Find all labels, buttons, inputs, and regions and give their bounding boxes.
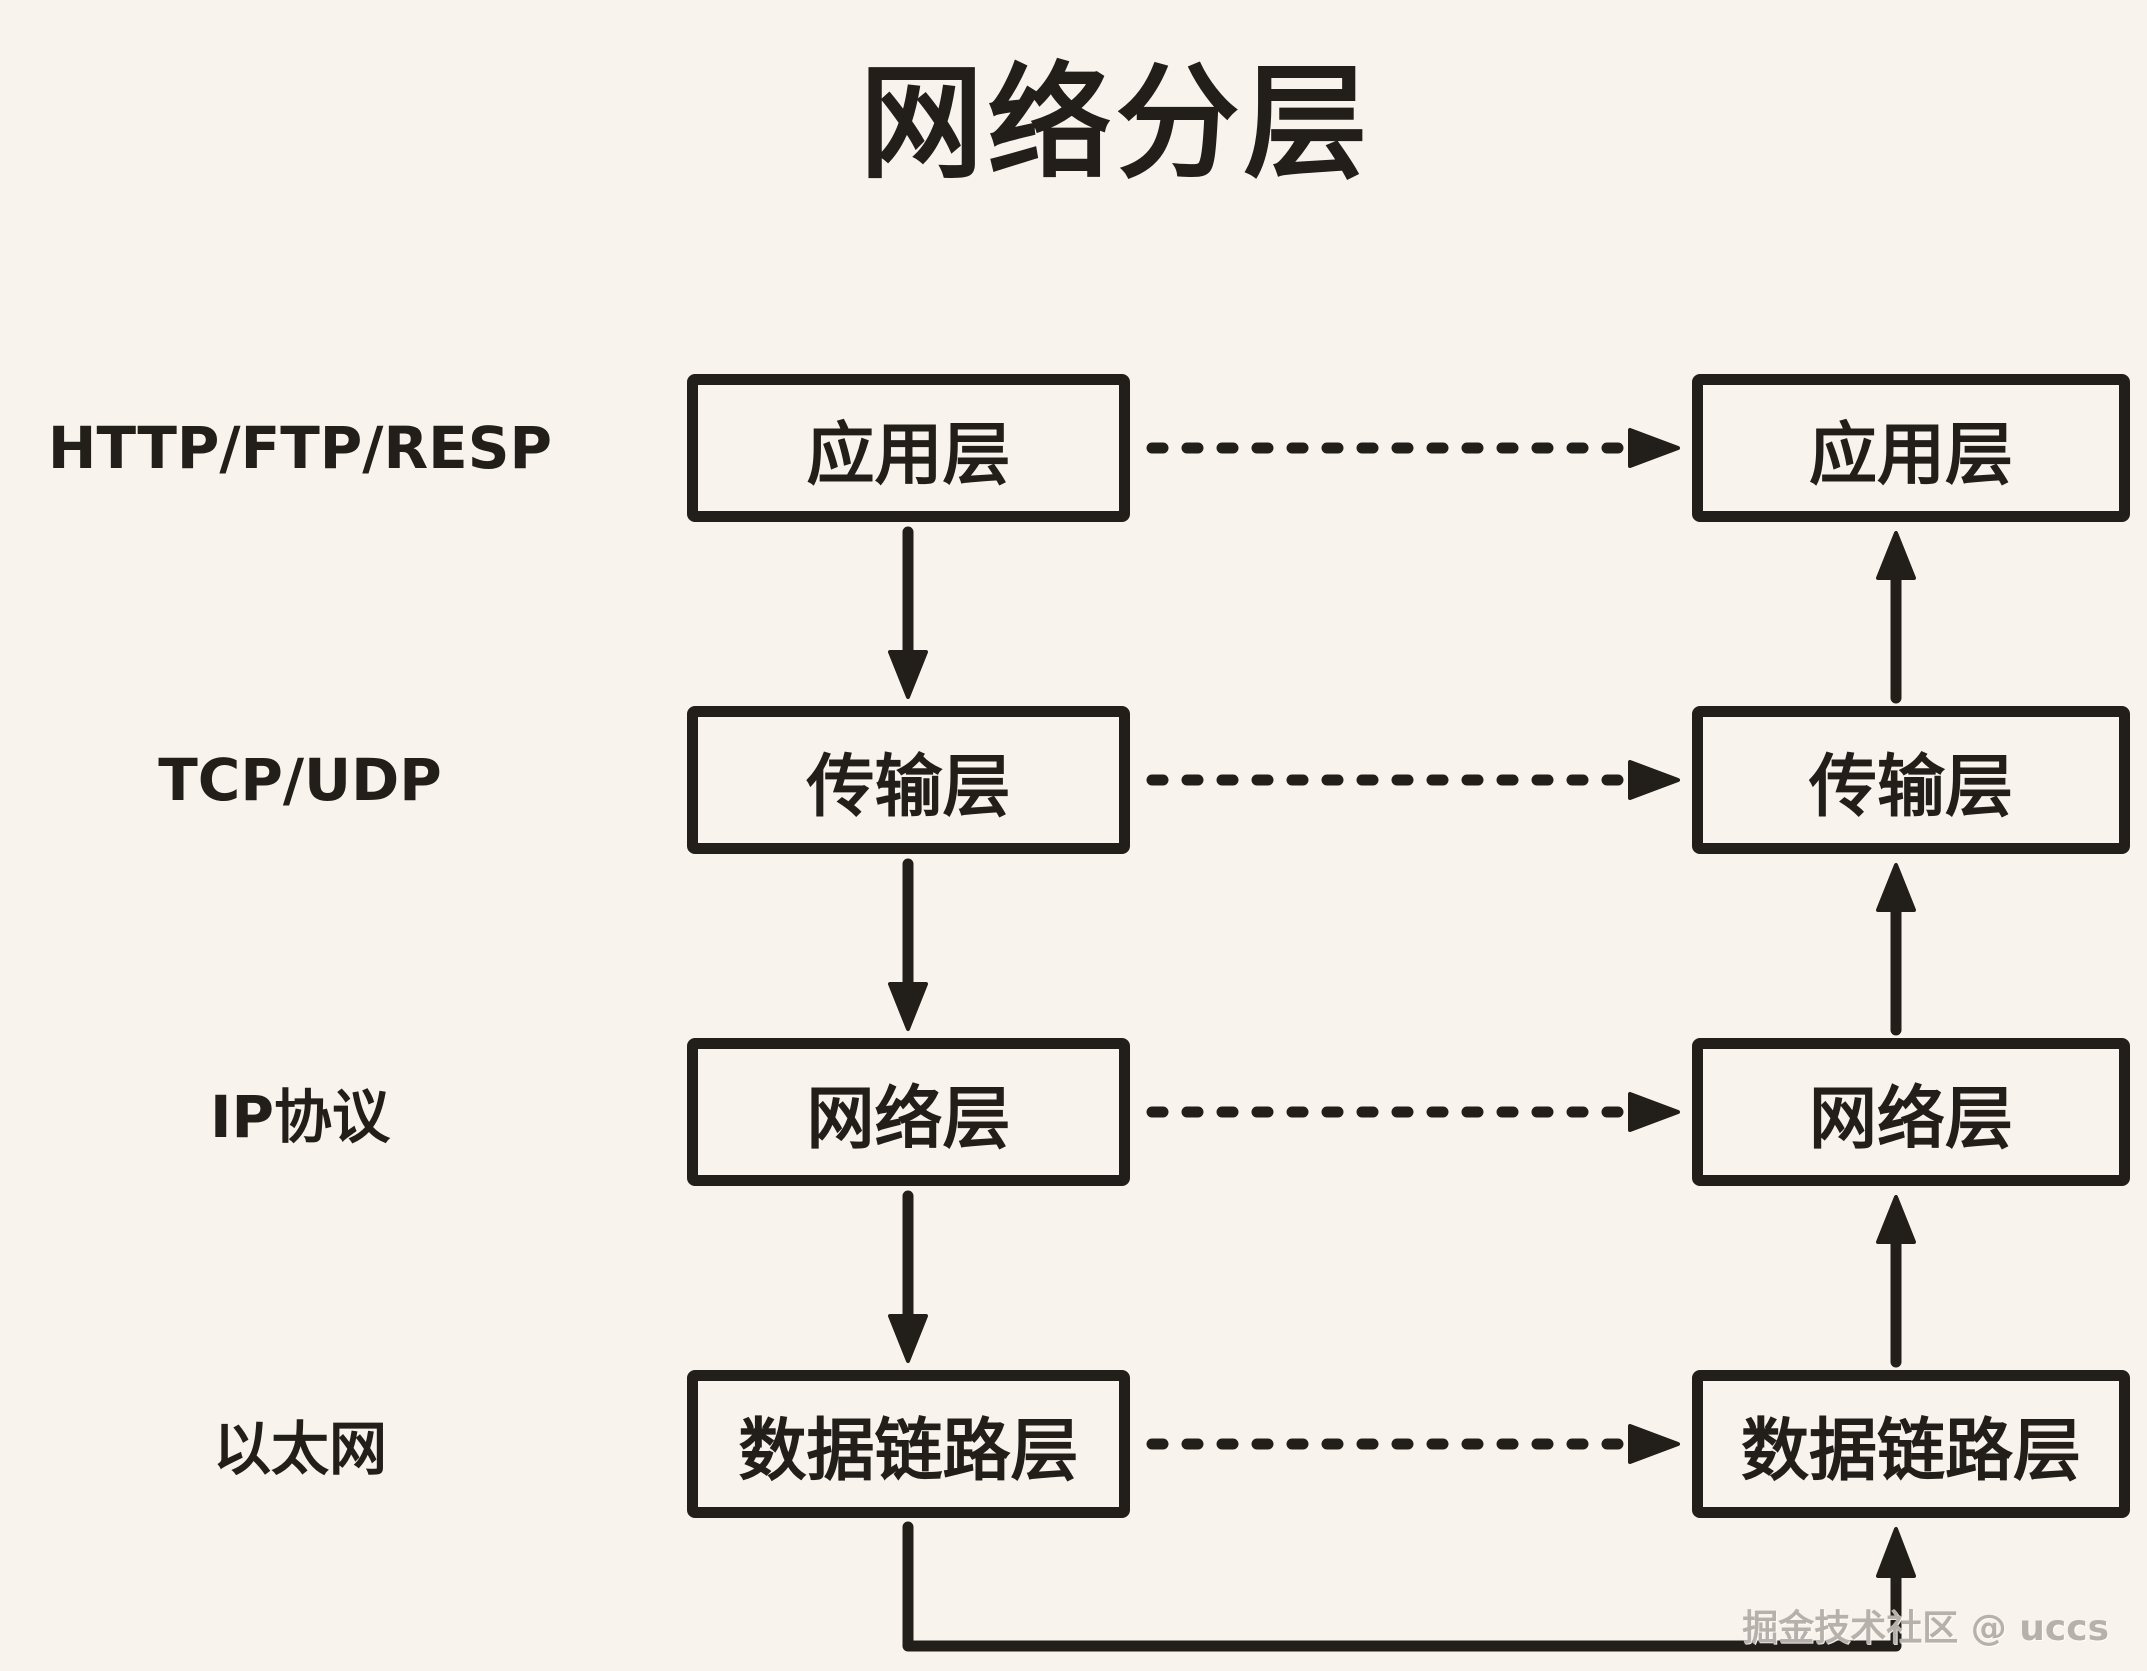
protocol-label-tcp-udp: TCP/UDP xyxy=(158,746,442,814)
dashed-arrow-datalink-icon xyxy=(1146,1424,1680,1464)
up-arrow-transport-to-application-icon xyxy=(1876,531,1916,704)
left-box-datalink-layer: 数据链路层 xyxy=(687,1370,1130,1518)
up-arrow-datalink-to-network-icon xyxy=(1876,1195,1916,1368)
down-arrow-network-to-datalink-icon xyxy=(888,1190,928,1363)
watermark: 掘金技术社区 @ uccs xyxy=(1742,1608,2109,1649)
left-box-transport-layer: 传输层 xyxy=(687,706,1130,854)
left-box-network-layer: 网络层 xyxy=(687,1038,1130,1186)
dashed-arrow-network-icon xyxy=(1146,1092,1680,1132)
dashed-arrow-transport-icon xyxy=(1146,760,1680,800)
up-arrow-network-to-transport-icon xyxy=(1876,863,1916,1036)
protocol-label-http-ftp-resp: HTTP/FTP/RESP xyxy=(47,414,553,482)
right-box-application-layer: 应用层 xyxy=(1692,374,2130,522)
left-box-application-layer: 应用层 xyxy=(687,374,1130,522)
protocol-label-ip: IP协议 xyxy=(209,1083,391,1151)
down-arrow-application-to-transport-icon xyxy=(888,526,928,699)
right-box-transport-layer: 传输层 xyxy=(1692,706,2130,854)
diagram-title: 网络分层 xyxy=(859,52,1372,196)
down-arrow-transport-to-network-icon xyxy=(888,858,928,1031)
right-box-network-layer: 网络层 xyxy=(1692,1038,2130,1186)
dashed-arrow-application-icon xyxy=(1146,428,1680,468)
protocol-label-ethernet: 以太网 xyxy=(212,1415,387,1483)
right-box-datalink-layer: 数据链路层 xyxy=(1692,1370,2130,1518)
